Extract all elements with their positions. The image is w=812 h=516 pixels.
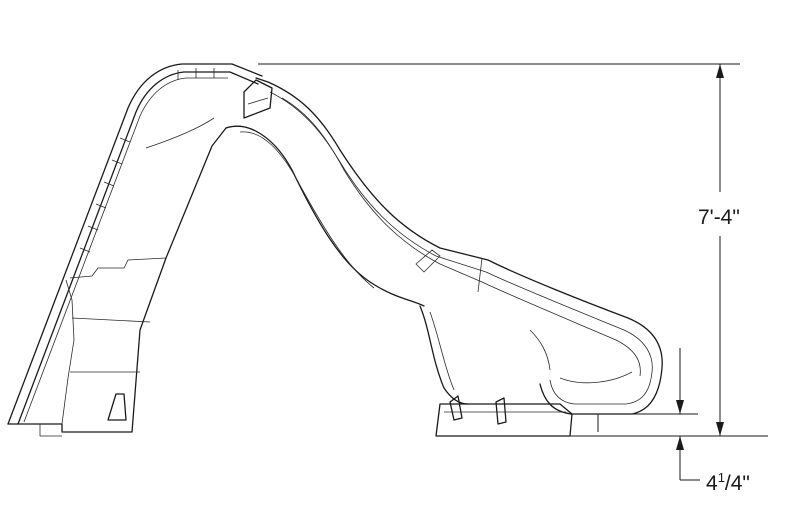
slide-flume <box>225 77 663 415</box>
offset-dimension-numerator: 1 <box>718 470 725 485</box>
offset-dimension-label: 41/4" <box>706 470 750 495</box>
support-base <box>419 305 573 437</box>
offset-dimension-whole: 4 <box>706 472 718 495</box>
height-dimension-label: 7'-4" <box>698 206 740 229</box>
offset-dimension-denominator: /4" <box>725 472 750 495</box>
ladder-handrail <box>7 63 263 425</box>
dimension-lines <box>258 63 768 481</box>
ladder-tower <box>7 117 227 437</box>
